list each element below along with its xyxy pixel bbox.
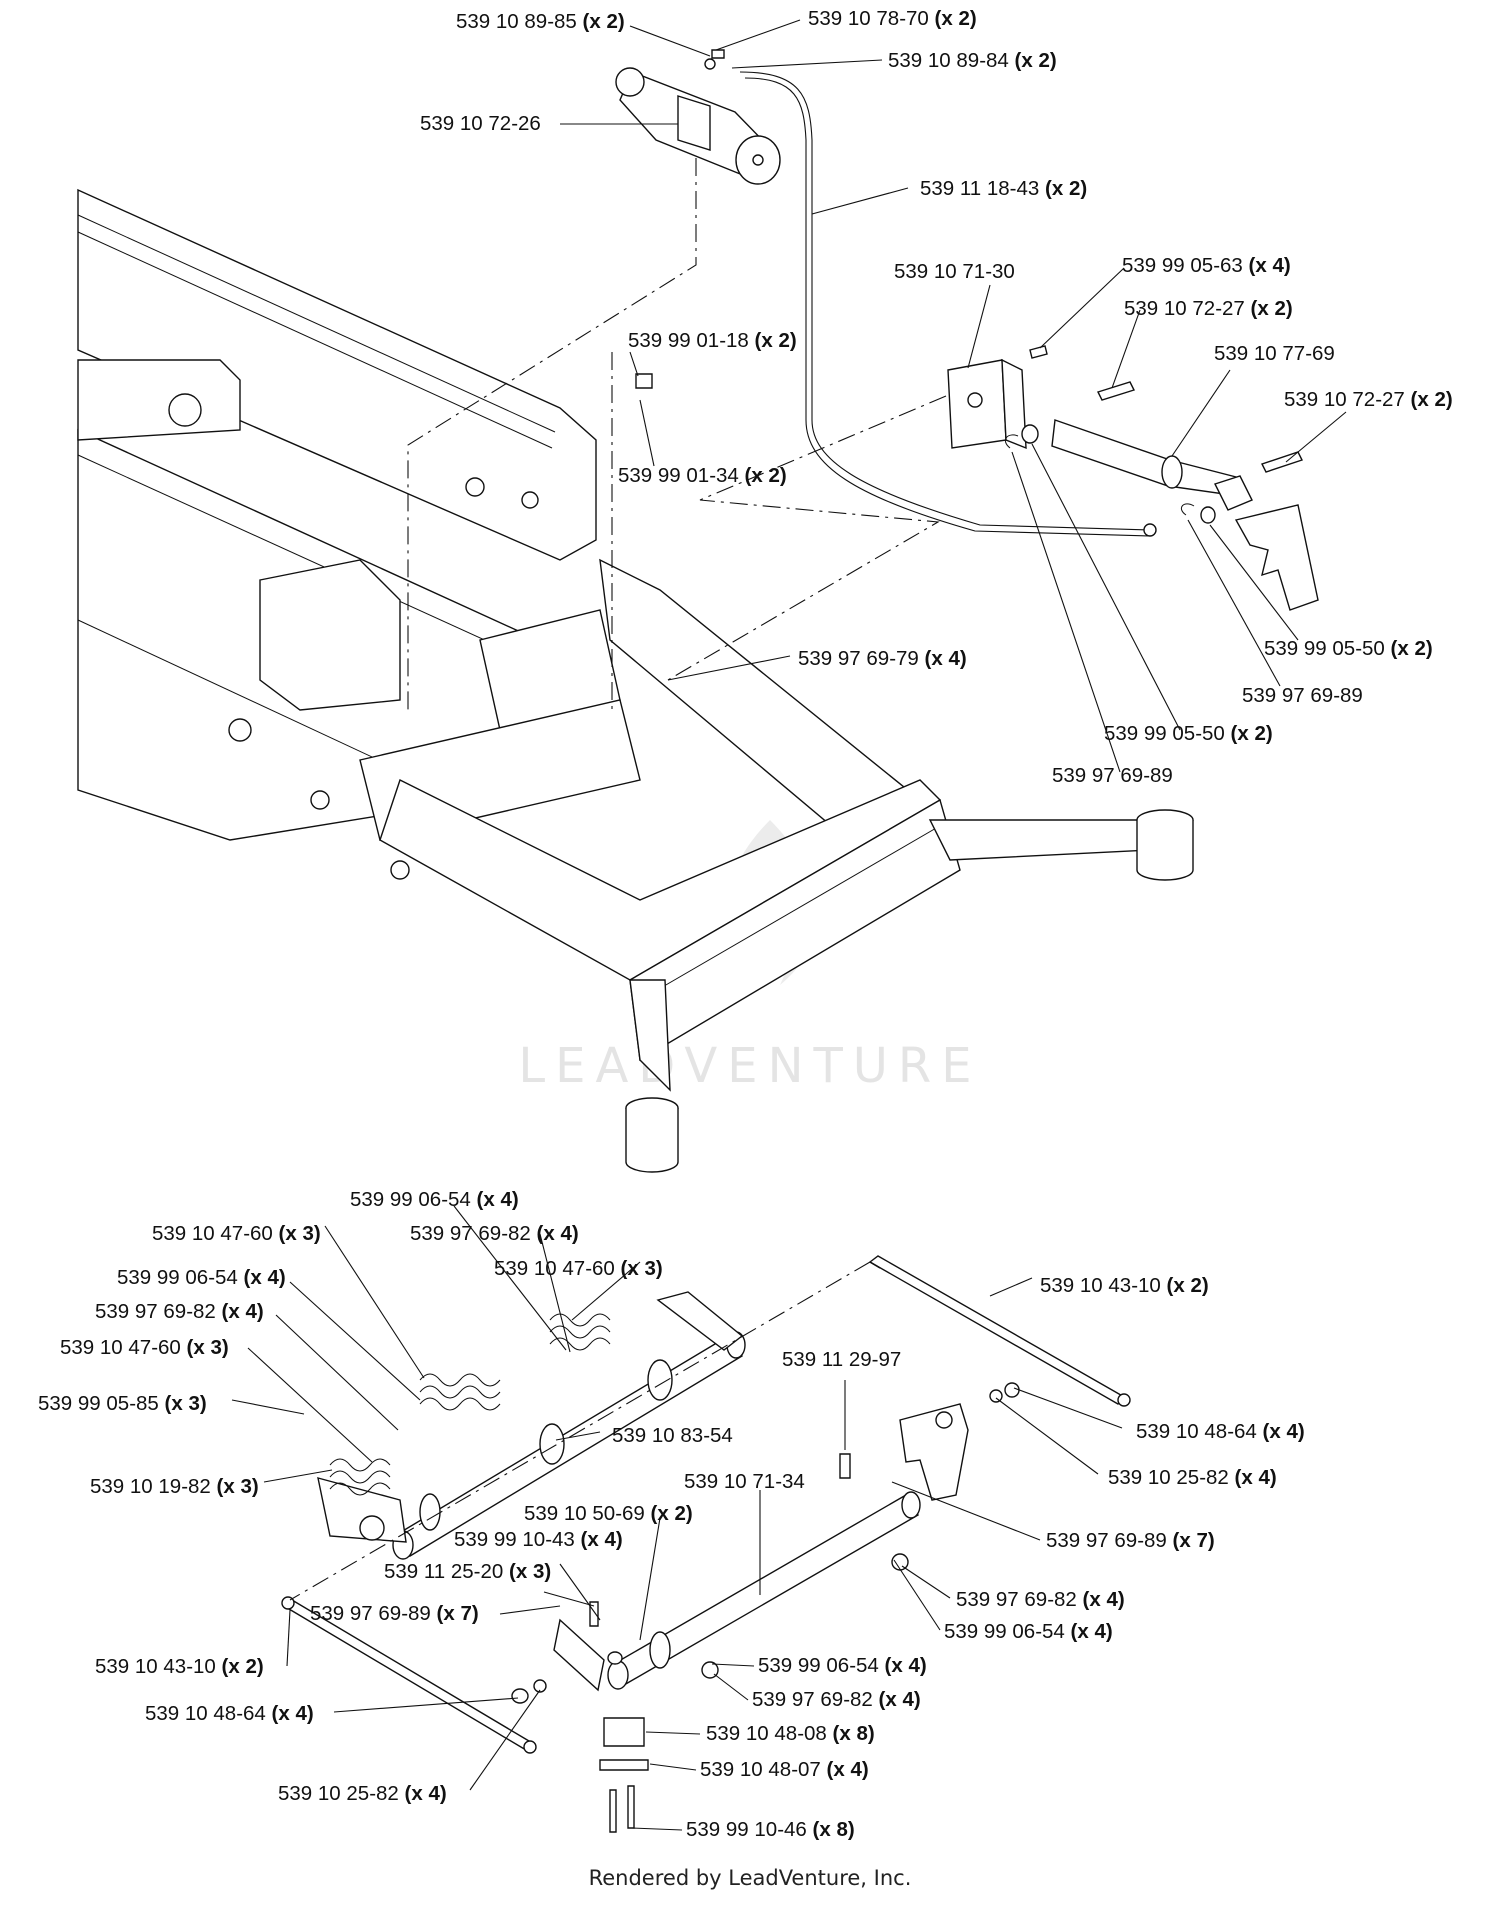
callout-c38: 539 97 69-89 (x 7) <box>310 1602 479 1625</box>
callout-c07: 539 99 05-63 (x 4) <box>1122 254 1291 277</box>
leader-lines <box>231 19 1347 1831</box>
callout-c18: 539 99 06-54 (x 4) <box>350 1188 519 1211</box>
spring-b <box>549 1313 611 1351</box>
callout-c27: 539 99 05-85 (x 3) <box>38 1392 207 1415</box>
callout-c29: 539 10 83-54 <box>612 1424 733 1447</box>
callout-c24: 539 97 69-82 (x 4) <box>95 1300 264 1323</box>
callout-c04: 539 10 72-26 <box>420 112 541 135</box>
callout-c22: 539 99 06-54 (x 4) <box>117 1266 286 1289</box>
callout-c35: 539 99 10-43 (x 4) <box>454 1528 623 1551</box>
callout-c21: 539 10 47-60 (x 3) <box>494 1257 663 1280</box>
callout-c13: 539 99 05-50 (x 2) <box>1264 637 1433 660</box>
linkage-drawing <box>281 1255 1131 1833</box>
callout-c40: 539 10 43-10 (x 2) <box>95 1655 264 1678</box>
callout-c16: 539 99 05-50 (x 2) <box>1104 722 1273 745</box>
callout-c45: 539 10 48-07 (x 4) <box>700 1758 869 1781</box>
callout-c10: 539 10 72-27 (x 2) <box>1284 388 1453 411</box>
callout-c25: 539 10 47-60 (x 3) <box>60 1336 229 1359</box>
callout-c39: 539 99 06-54 (x 4) <box>944 1620 1113 1643</box>
callout-c33: 539 10 50-69 (x 2) <box>524 1502 693 1525</box>
callout-c05: 539 11 18-43 (x 2) <box>920 177 1087 200</box>
callout-c36: 539 11 25-20 (x 3) <box>384 1560 551 1583</box>
callout-c44: 539 10 48-08 (x 8) <box>706 1722 875 1745</box>
callout-labels: 539 10 89-85 (x 2) 539 10 78-70 (x 2) 53… <box>38 7 1453 1841</box>
callout-c42: 539 97 69-82 (x 4) <box>752 1688 921 1711</box>
callout-c41: 539 99 06-54 (x 4) <box>758 1654 927 1677</box>
spring-a <box>419 1373 501 1411</box>
callout-c43: 539 10 48-64 (x 4) <box>145 1702 314 1725</box>
callout-c23: 539 10 43-10 (x 2) <box>1040 1274 1209 1297</box>
callout-c37: 539 97 69-82 (x 4) <box>956 1588 1125 1611</box>
callout-c08: 539 10 72-27 (x 2) <box>1124 297 1293 320</box>
callout-c26: 539 11 29-97 <box>782 1348 901 1371</box>
assembly-lines <box>289 158 947 1601</box>
callout-c11: 539 99 01-18 (x 2) <box>628 329 797 352</box>
callout-c17: 539 97 69-89 <box>1052 764 1173 787</box>
spring-c <box>329 1458 391 1496</box>
callout-c15: 539 97 69-79 (x 4) <box>798 647 967 670</box>
callout-c30: 539 10 25-82 (x 4) <box>1108 1466 1277 1489</box>
callout-c19: 539 10 47-60 (x 3) <box>152 1222 321 1245</box>
frame-drawing <box>77 188 1194 1173</box>
callout-c02: 539 10 78-70 (x 2) <box>808 7 977 30</box>
callout-c47: 539 99 10-46 (x 8) <box>686 1818 855 1841</box>
footer-credit: Rendered by LeadVenture, Inc. <box>588 1866 912 1890</box>
hydraulic-parts-drawing <box>615 49 1319 611</box>
callout-c32: 539 10 71-34 <box>684 1470 805 1493</box>
callout-c12: 539 99 01-34 (x 2) <box>618 464 787 487</box>
callout-c03: 539 10 89-84 (x 2) <box>888 49 1057 72</box>
callout-c31: 539 10 19-82 (x 3) <box>90 1475 259 1498</box>
callout-c20: 539 97 69-82 (x 4) <box>410 1222 579 1245</box>
watermark-text: LEADVENTURE <box>518 1038 981 1094</box>
callout-c14: 539 97 69-89 <box>1242 684 1363 707</box>
callout-c28: 539 10 48-64 (x 4) <box>1136 1420 1305 1443</box>
callout-c34: 539 97 69-89 (x 7) <box>1046 1529 1215 1552</box>
callout-c09: 539 10 77-69 <box>1214 342 1335 365</box>
callout-c06: 539 10 71-30 <box>894 260 1015 283</box>
callout-c01: 539 10 89-85 (x 2) <box>456 10 625 33</box>
callout-c46: 539 10 25-82 (x 4) <box>278 1782 447 1805</box>
